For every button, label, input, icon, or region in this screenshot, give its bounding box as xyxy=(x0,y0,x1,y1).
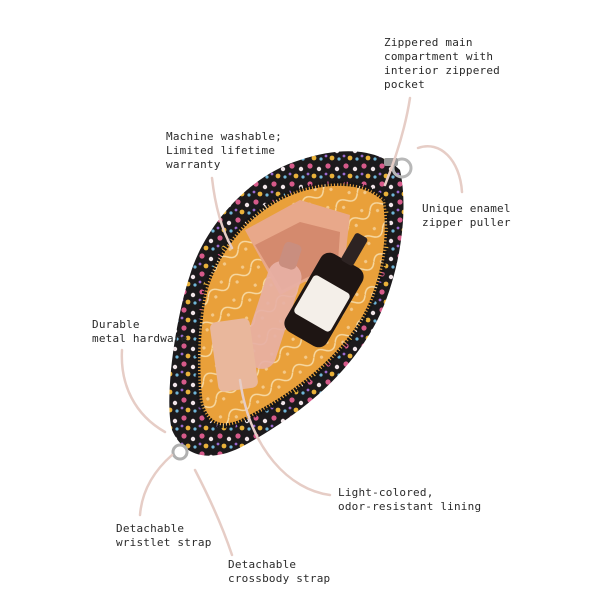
small-box xyxy=(210,318,258,392)
callout-lining: Light-colored, odor-resistant lining xyxy=(338,486,482,513)
callout-metal-hardware: Durable metal hardware xyxy=(92,318,188,345)
leader-crossbody xyxy=(193,468,234,557)
leader-lining xyxy=(238,378,332,497)
leader-lines xyxy=(120,96,464,557)
dark-bottle xyxy=(284,233,368,348)
leader-hardware xyxy=(120,348,167,434)
callout-machine-washable: Machine washable; Limited lifetime warra… xyxy=(166,130,282,171)
zipper-edge xyxy=(195,180,390,429)
leader-washable xyxy=(210,176,234,250)
leader-zippered xyxy=(383,96,412,187)
pink-bottle xyxy=(242,241,302,369)
metal-hardware-icon xyxy=(171,443,189,461)
callout-zippered-compartment: Zippered main compartment with interior … xyxy=(384,36,500,91)
callout-wristlet-strap: Detachable wristlet strap xyxy=(116,522,212,549)
pouch-image xyxy=(169,151,413,461)
callout-crossbody-strap: Detachable crossbody strap xyxy=(228,558,331,585)
leader-wristlet xyxy=(138,453,174,517)
callout-enamel-puller: Unique enamel zipper puller xyxy=(422,202,511,229)
leader-puller xyxy=(416,145,464,194)
